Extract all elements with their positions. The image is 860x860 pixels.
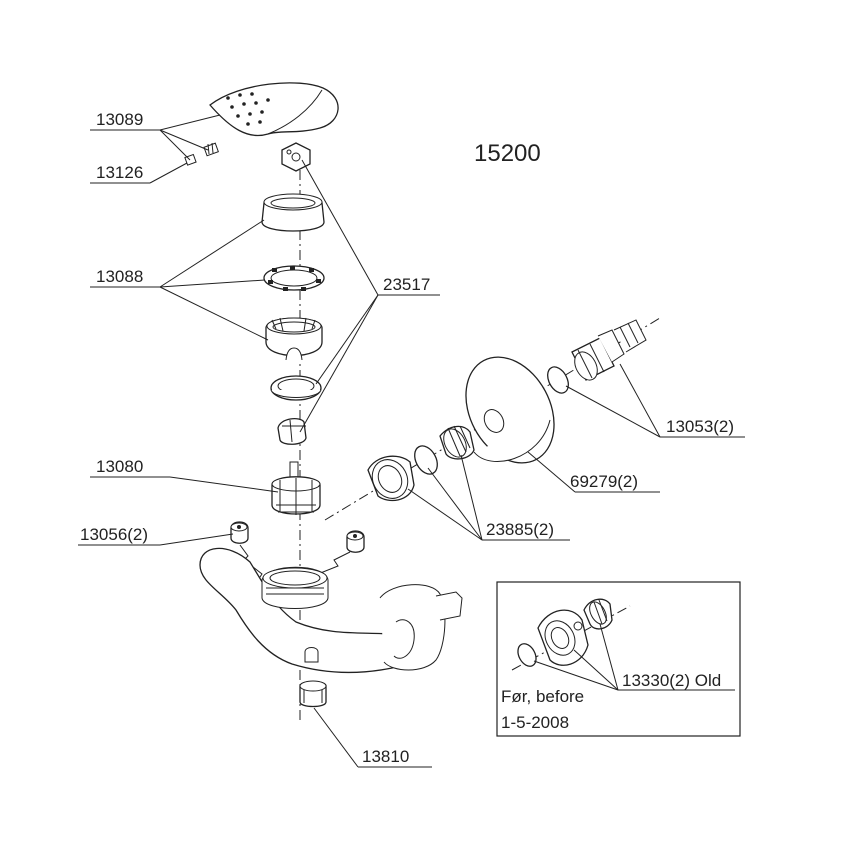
union-nut-part — [367, 455, 415, 502]
lever-top-part — [281, 142, 311, 172]
handle-cap-part — [209, 82, 339, 137]
inset-part-label: 13330(2) Old — [622, 671, 721, 690]
part-label-69279: 69279(2) — [570, 472, 638, 491]
bottom-nut-part — [299, 680, 327, 708]
inset-note-line1: Før, before — [501, 687, 584, 706]
check-valve-left-part — [230, 521, 249, 544]
part-label-13126: 13126 — [96, 163, 143, 182]
inset-old-version: 13330(2) Old Før, before 1-5-2008 — [496, 581, 741, 737]
retaining-ring-part — [270, 375, 322, 401]
lever-part — [277, 417, 307, 445]
part-label-13810: 13810 — [362, 747, 409, 766]
part-label-13056: 13056(2) — [80, 525, 148, 544]
threaded-nipple-part — [439, 425, 475, 460]
part-label-13080: 13080 — [96, 457, 143, 476]
check-valve-right-part — [346, 530, 365, 553]
eccentric-washer-part — [547, 366, 569, 394]
part-label-13088: 13088 — [96, 267, 143, 286]
part-label-13089: 13089 — [96, 110, 143, 129]
leader-lines — [78, 114, 745, 768]
model-number: 15200 — [474, 140, 541, 167]
part-label-13053: 13053(2) — [666, 417, 734, 436]
part-label-23885: 23885(2) — [486, 520, 554, 539]
eccentric-connector-part — [571, 319, 647, 381]
grub-screw-part — [184, 142, 219, 166]
clip-ring-part — [263, 265, 325, 291]
inset-note-line2: 1-5-2008 — [501, 713, 569, 732]
part-label-23517: 23517 — [383, 275, 430, 294]
cartridge-part — [271, 461, 321, 515]
handle-base-part — [265, 317, 323, 361]
washer-part — [414, 445, 438, 475]
mixer-body-part — [199, 547, 463, 674]
cap-sleeve-part — [261, 193, 325, 232]
